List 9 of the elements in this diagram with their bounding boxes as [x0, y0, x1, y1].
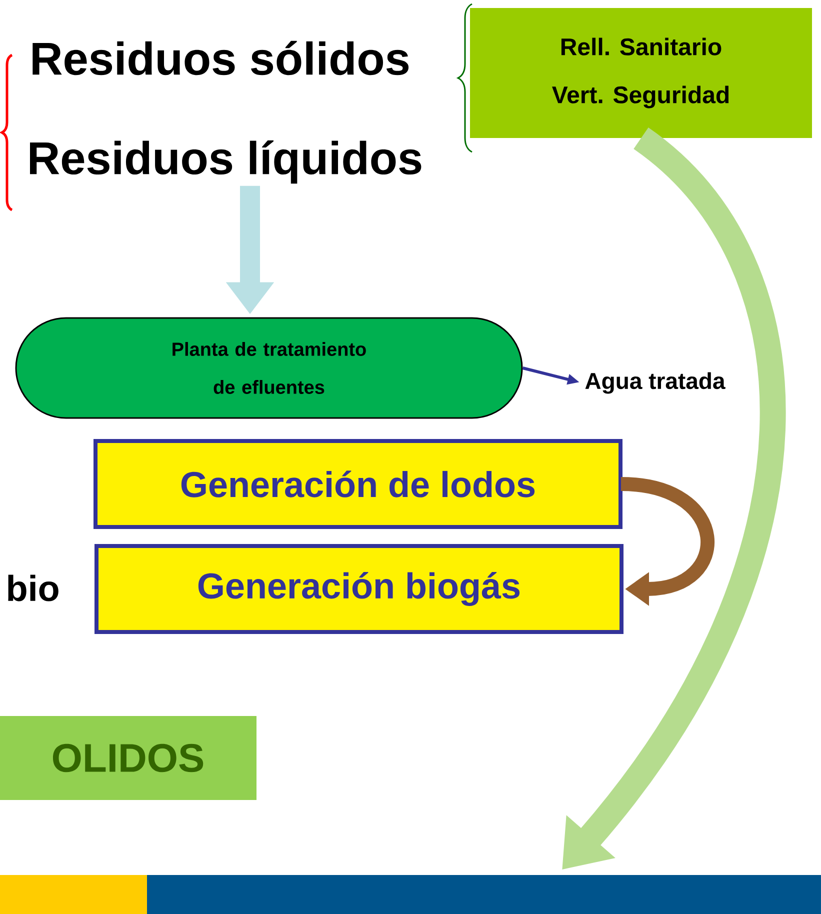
heading-text: Residuos sólidos — [32, 40, 409, 76]
heading-text: Residuos líquidos — [30, 140, 422, 184]
process-box: Generación biogás — [94, 544, 624, 634]
category-box: OLIDOS — [0, 716, 256, 800]
output-text: Agua tratada — [585, 372, 726, 394]
process-box: Generación de lodos — [94, 439, 622, 529]
arrow — [620, 477, 714, 606]
disposal-box: Rell. Sanitario Vert. Seguridad — [470, 8, 812, 138]
label-text: bio — [8, 574, 58, 602]
